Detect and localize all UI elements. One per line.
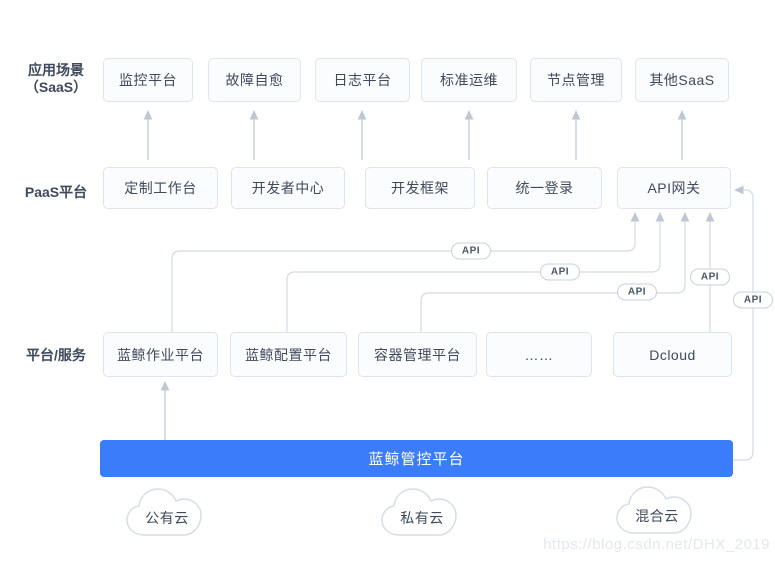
- row-label-saas-line1: 应用场景: [28, 62, 84, 78]
- saas-box-standard-ops: 标准运维: [421, 58, 517, 102]
- platform-box-job-platform: 蓝鲸作业平台: [103, 332, 218, 377]
- cloud-label: 公有云: [145, 509, 189, 526]
- cloud-public: 公有云: [122, 482, 212, 540]
- paas-box-dev-framework: 开发框架: [365, 167, 475, 209]
- row-label-paas: PaaS平台: [24, 184, 88, 200]
- saas-box-monitor-platform: 监控平台: [103, 58, 193, 102]
- platform-box-config-platform: 蓝鲸配置平台: [230, 332, 347, 377]
- paas-box-custom-workbench: 定制工作台: [103, 167, 218, 209]
- paas-box-developer-center: 开发者中心: [231, 167, 345, 209]
- saas-box-log-platform: 日志平台: [315, 58, 410, 102]
- paas-box-api-gateway: API网关: [617, 167, 731, 209]
- cloud-icon: [616, 486, 692, 534]
- saas-box-fault-self-healing: 故障自愈: [208, 58, 301, 102]
- cloud-private: 私有云: [377, 482, 467, 540]
- control-bar: 蓝鲸管控平台: [100, 440, 733, 477]
- saas-box-other-saas: 其他SaaS: [635, 58, 729, 102]
- row-label-platform: 平台/服务: [26, 347, 86, 363]
- platform-box-ellipsis: ……: [486, 332, 592, 377]
- api-pill: API: [451, 242, 491, 260]
- cloud-hybrid: 混合云: [612, 480, 702, 538]
- api-pill: API: [733, 291, 773, 309]
- cloud-label: 私有云: [400, 509, 444, 526]
- api-pill: API: [690, 268, 730, 286]
- saas-box-node-management: 节点管理: [530, 58, 622, 102]
- api-pill: API: [540, 263, 580, 281]
- row-label-saas: 应用场景 （SaaS）: [8, 62, 104, 96]
- platform-box-dcloud: Dcloud: [613, 332, 732, 377]
- watermark: https://blog.csdn.net/DHX_2019: [543, 536, 770, 553]
- cloud-icon: [381, 488, 457, 536]
- paas-box-unified-login: 统一登录: [487, 167, 602, 209]
- row-label-saas-line2: （SaaS）: [24, 79, 88, 95]
- cloud-label: 混合云: [635, 507, 679, 524]
- cloud-icon: [126, 488, 202, 536]
- platform-box-container-platform: 容器管理平台: [358, 332, 477, 377]
- api-pill: API: [617, 283, 657, 301]
